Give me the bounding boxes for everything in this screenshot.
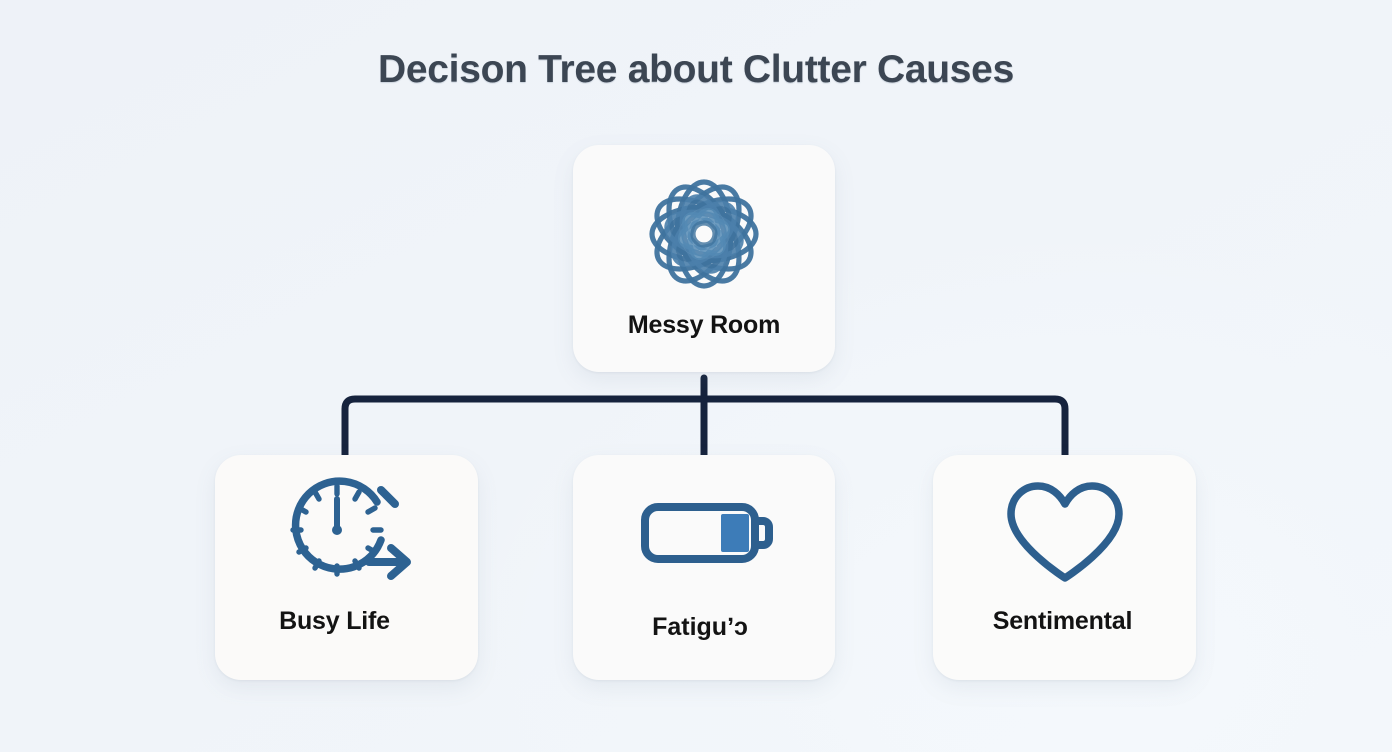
tree-node-root-label: Messy Room [627,311,781,339]
tree-node-sentimental-label: Sentimental [992,607,1133,635]
tangled-knot-icon [629,159,779,309]
heart-outline-icon [995,463,1135,603]
page-title: Decison Tree about Clutter Causes [378,48,1014,91]
tree-node-sentimental[interactable]: Sentimental [933,455,1196,680]
low-battery-icon [629,463,779,603]
clock-arrow-icon [277,463,417,603]
tree-node-root[interactable]: Messy Room [573,145,835,372]
tree-node-fatigue[interactable]: Fatiguʼɔ [573,455,835,680]
tree-node-busy-life[interactable]: Busy Life [215,455,478,680]
tree-node-fatigue-label: Fatiguʼɔ [652,613,748,641]
tree-node-busy-life-label: Busy Life [279,607,390,635]
connector-horizontal-bus [341,395,1069,459]
